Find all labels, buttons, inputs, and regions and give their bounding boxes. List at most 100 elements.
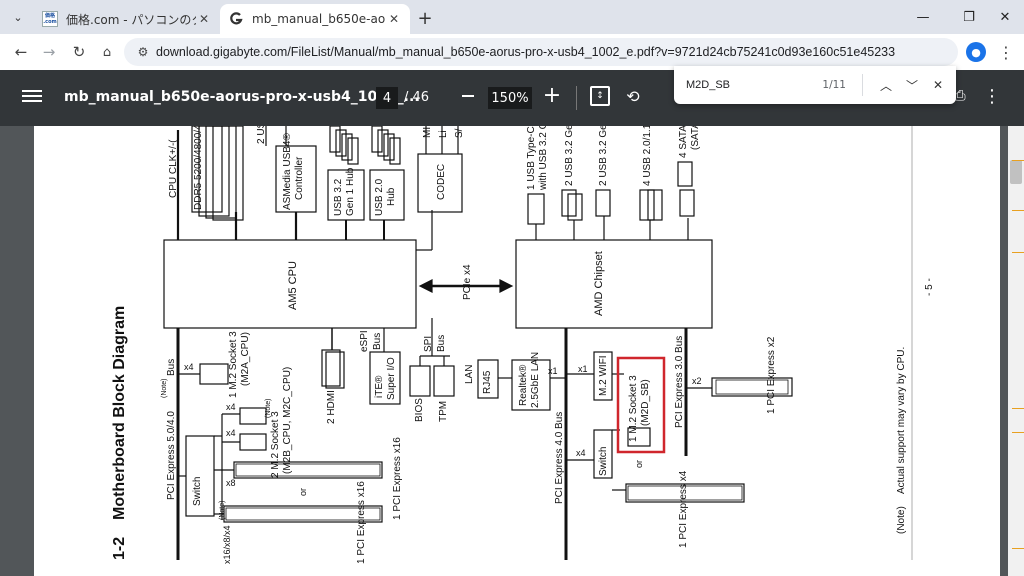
label-rj45: RJ45 <box>482 370 493 394</box>
tab-title: mb_manual_b650e-aorus-pro-x <box>252 12 386 26</box>
label-usb-typec: 1 USB Type-C <box>526 126 537 190</box>
label-x16-note: (Note) <box>219 501 226 520</box>
label-usb-top: 2 US <box>256 126 267 144</box>
page-number-label: - 5 - <box>924 278 935 296</box>
back-arrow-icon[interactable]: ← <box>14 43 28 61</box>
label-switch-chipset: Switch <box>598 447 609 476</box>
amd-chipset-block <box>515 239 713 329</box>
label-x4-m2c: x4 <box>226 428 236 438</box>
reload-icon[interactable]: ↻ <box>72 43 86 61</box>
tab-close-icon[interactable]: ✕ <box>388 12 400 26</box>
label-spi: SPI <box>423 336 434 352</box>
profile-avatar-icon[interactable]: ● <box>966 42 986 62</box>
pdf-more-actions-icon[interactable]: ⋮ <box>983 85 1001 107</box>
label-asmedia-2: Controller <box>294 156 305 200</box>
label-codec-li: Li <box>438 130 449 138</box>
label-m2bc-2: (M2B_CPU, M2C_CPU) <box>282 367 293 474</box>
label-bios: BIOS <box>414 398 425 422</box>
block-diagram: CPU CLK+/-( DDR5 5200/4800/44 2 US ASMed… <box>111 126 935 564</box>
label-usb32-gen-b: 2 USB 3.2 Gen <box>598 126 609 186</box>
label-pcie40-bus: PCI Express 4.0 Bus <box>554 412 565 504</box>
label-lan: LAN <box>464 365 475 384</box>
label-x1-lan: x1 <box>548 366 558 376</box>
home-icon[interactable]: ⌂ <box>102 44 112 60</box>
find-next-chevron-down-icon[interactable]: ﹀ <box>905 78 918 93</box>
site-info-tune-icon[interactable]: ⚙ <box>137 45 149 59</box>
label-hdmi: 2 HDMI <box>326 390 337 424</box>
label-m2-sb: 1 M.2 Socket 3 <box>628 375 639 442</box>
search-result-mark <box>1012 548 1024 549</box>
kakaku-favicon-icon: 価格 .com <box>42 11 58 27</box>
fit-to-page-icon[interactable]: ↕ <box>590 86 610 106</box>
search-highlight-box <box>616 356 666 454</box>
find-bar: M2D_SB 1/11 ︿ ﹀ ✕ <box>674 66 956 104</box>
forward-arrow-icon[interactable]: → <box>42 43 56 61</box>
new-tab-plus-icon[interactable]: + <box>417 7 433 29</box>
label-sata: 4 SATA <box>678 126 689 158</box>
url-text: download.gigabyte.com/FileList/Manual/mb… <box>156 45 896 59</box>
print-icon[interactable]: ⎙ <box>954 88 966 104</box>
pdf-scrollbar[interactable] <box>1008 126 1024 576</box>
minimize-icon[interactable]: — <box>916 9 930 25</box>
tab-kakaku[interactable]: 価格 .com 価格.com - パソコンのクチコミ掲示板 ✕ <box>34 4 220 34</box>
pdf-sidebar-menu-icon[interactable] <box>22 87 42 107</box>
tab-search-chevron-icon[interactable]: ⌄ <box>13 10 23 24</box>
label-m2-wifi: M.2 WIFI <box>598 355 609 396</box>
pdf-file-title: mb_manual_b650e-aorus-pro-x-usb4_1002_..… <box>64 89 420 105</box>
label-realtek: Realtek® <box>518 364 529 406</box>
label-x4-m2b: x4 <box>226 402 236 412</box>
label-ite: iTE® <box>374 375 385 398</box>
label-usb32-gen-a: 2 USB 3.2 Gen <box>564 126 575 186</box>
search-result-mark <box>1012 160 1024 161</box>
zoom-out-minus-icon[interactable] <box>458 86 478 106</box>
label-tpm: TPM <box>438 401 449 422</box>
label-or-chipset: or <box>634 460 644 468</box>
label-am5-cpu: AM5 CPU <box>287 261 299 310</box>
find-input[interactable]: M2D_SB <box>686 79 731 91</box>
label-codec: CODEC <box>436 164 447 200</box>
label-usb-typec-2: with USB 3.2 G <box>538 126 549 191</box>
label-codec-s: S/ <box>454 128 465 138</box>
tab-gigabyte-manual[interactable]: mb_manual_b650e-aorus-pro-x ✕ <box>220 4 410 34</box>
label-switch-cpu: Switch <box>192 477 203 506</box>
find-result-count: 1/11 <box>822 79 846 91</box>
find-previous-chevron-up-icon[interactable]: ︿ <box>879 78 892 93</box>
label-m2a-2: (M2A_CPU) <box>240 332 251 386</box>
window-close-icon[interactable]: ✕ <box>999 9 1011 25</box>
tab-title: 価格.com - パソコンのクチコミ掲示板 <box>66 12 196 27</box>
search-result-mark <box>1012 408 1024 409</box>
label-pcie50-note: (Note) <box>161 379 168 398</box>
label-m2a: 1 M.2 Socket 3 <box>228 331 239 398</box>
chrome-menu-icon[interactable]: ⋮ <box>998 42 1014 62</box>
label-amd-chipset: AMD Chipset <box>593 251 605 316</box>
label-asmedia: ASMedia USB4® <box>282 133 293 210</box>
tab-close-icon[interactable]: ✕ <box>198 12 210 26</box>
page-number-input[interactable]: 4 <box>376 87 398 109</box>
pdf-viewport[interactable]: CPU CLK+/-( DDR5 5200/4800/44 2 US ASMed… <box>0 126 1024 576</box>
rotate-icon[interactable]: ⟲ <box>626 86 640 106</box>
restore-icon[interactable]: ❐ <box>963 9 975 25</box>
pdf-scrollbar-thumb[interactable] <box>1010 160 1022 184</box>
address-bar[interactable]: ⚙ download.gigabyte.com/FileList/Manual/… <box>124 38 958 66</box>
label-espi: eSPI <box>359 330 370 352</box>
label-x8: x8 <box>226 478 236 488</box>
zoom-in-plus-icon[interactable]: + <box>542 82 562 108</box>
label-realtek-2: 2.5GbE LAN <box>530 352 541 408</box>
label-x16x8x4: x16/x8/x4 <box>222 525 232 564</box>
label-m2bc-note: (Note) <box>265 399 272 418</box>
label-m2bc: 2 M.2 Socket 3 <box>270 411 281 478</box>
pdf-page: CPU CLK+/-( DDR5 5200/4800/44 2 US ASMed… <box>34 126 1000 576</box>
section-number: 1-2 <box>111 537 128 560</box>
search-result-mark <box>1012 210 1024 211</box>
search-result-mark <box>1012 252 1024 253</box>
label-x1-wifi: x1 <box>578 364 588 374</box>
browser-toolbar: ← → ↻ ⌂ ⚙ download.gigabyte.com/FileList… <box>0 34 1024 94</box>
label-pcie30-bus: PCI Express 3.0 Bus <box>674 336 685 428</box>
zoom-level-input[interactable]: 150% <box>488 87 532 109</box>
label-usb20-hub: USB 2.0 <box>374 178 385 216</box>
find-close-icon[interactable]: ✕ <box>932 78 944 92</box>
label-usb32-hub-2: Gen 1 Hub <box>345 167 356 216</box>
label-sata-2: (SATA <box>690 126 701 150</box>
label-pci-x2: 1 PCI Express x2 <box>766 336 777 414</box>
note-label: (Note) <box>896 506 907 534</box>
